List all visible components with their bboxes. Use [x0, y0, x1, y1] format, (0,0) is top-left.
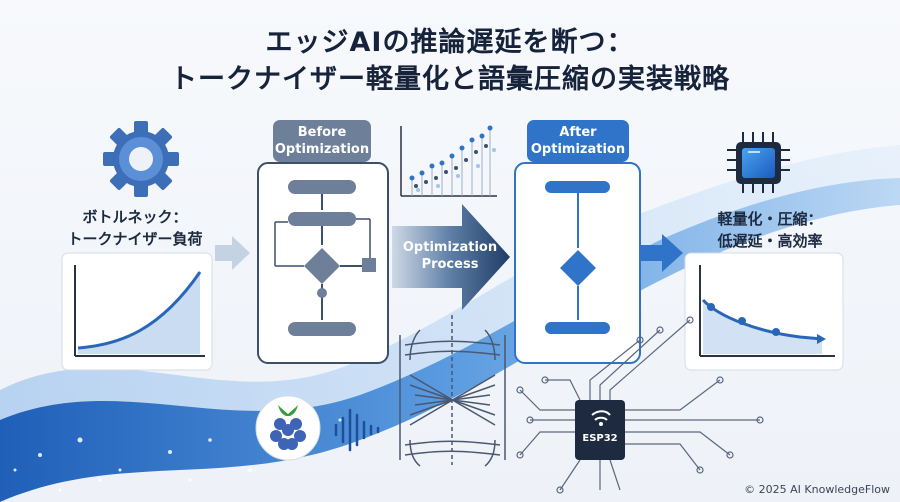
raspberry-pi-icon [255, 395, 321, 461]
process-line-2: Process [421, 257, 479, 272]
network-diagram [399, 315, 506, 467]
before-tag-line-2: Optimization [274, 142, 370, 157]
gear-icon [103, 121, 179, 197]
esp32-label: ESP32 [582, 433, 618, 444]
after-tag-line-2: Optimization [530, 142, 626, 157]
result-line-2: 低遅延・高効率 [717, 232, 823, 250]
before-optimization-tag: Before Optimization [273, 120, 371, 162]
copyright-footer: © 2025 AI KnowledgeFlow [744, 483, 890, 496]
after-tag-line-1: After [559, 125, 597, 140]
bottleneck-line-2: トークナイザー負荷 [67, 230, 203, 248]
esp32-chip-icon [575, 400, 625, 460]
page-title-line-1: エッジAIの推論遅延を断つ： [265, 27, 635, 58]
bottleneck-line-1: ボトルネック： [82, 208, 188, 226]
processor-icon [727, 132, 790, 193]
latency-chart-after [684, 252, 844, 371]
latency-chart-before [61, 252, 213, 371]
result-line-1: 軽量化・圧縮： [717, 210, 823, 228]
data-scatter-chart [400, 125, 497, 197]
optimization-process-label: Optimization Process [395, 239, 505, 273]
bottleneck-label: ボトルネック： トークナイザー負荷 [40, 206, 230, 250]
optimization-process-arrow [392, 204, 510, 310]
audio-waveform [334, 408, 380, 452]
before-tag-line-1: Before [297, 125, 347, 140]
result-label: 軽量化・圧縮： 低遅延・高効率 [690, 208, 850, 252]
before-flowchart [257, 162, 389, 364]
circuit-traces [516, 316, 764, 494]
page-title-line-2: トークナイザー軽量化と語彙圧縮の実装戦略 [170, 64, 730, 95]
after-optimization-tag: After Optimization [527, 120, 629, 162]
after-flowchart [514, 162, 641, 364]
process-line-1: Optimization [402, 240, 498, 255]
